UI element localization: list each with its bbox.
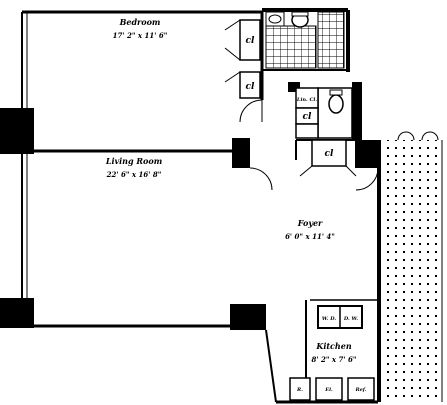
washer-dryer-label: W. D.	[322, 316, 336, 322]
dishwasher-label: D. W.	[343, 316, 359, 322]
bathroom	[265, 11, 345, 69]
living-room-label: Living Room	[105, 156, 162, 166]
kitchen-fixtures	[289, 305, 375, 401]
closet-label: cl	[325, 149, 334, 159]
terrace	[379, 131, 443, 402]
closet-label: cl	[246, 82, 255, 92]
linen-closet-label: Lin. Cl.	[296, 97, 317, 103]
foyer-label: Foyer	[297, 218, 323, 228]
closets	[224, 19, 379, 191]
oven-label: R.	[296, 387, 303, 393]
electric-panel-label: El.	[324, 387, 333, 393]
closet-label: cl	[246, 36, 255, 46]
living-room-dims: 22' 6" x 16' 8"	[106, 170, 162, 179]
kitchen-label: Kitchen	[315, 341, 351, 351]
bedroom-label: Bedroom	[119, 17, 161, 27]
foyer-dims: 6' 0" x 11' 4"	[285, 232, 335, 241]
kitchen-dims: 8' 2" x 7' 6"	[312, 355, 357, 364]
half-bath	[317, 87, 353, 139]
bedroom-dims: 17' 2" x 11' 6"	[113, 31, 168, 40]
walls	[0, 8, 379, 404]
closet-label: cl	[303, 112, 312, 122]
refrigerator-label: Ref.	[354, 387, 366, 393]
